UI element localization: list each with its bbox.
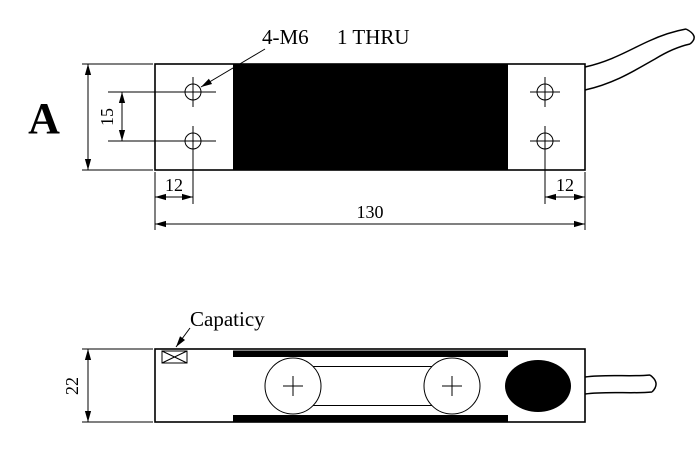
dim-label-12-right: 12 [556,175,574,195]
binocular-cutout [264,357,481,415]
dimension-12-left: 12 [155,175,193,201]
cable-entry-pot [505,360,571,412]
cutout-circle-left [264,357,322,415]
seal-band-top [233,350,508,357]
label-box [161,350,188,364]
top-view: A 15 12 12 130 4-M6 1 T [28,25,695,230]
cutout-circle-right [423,357,481,415]
callout-capacity-label: Capaticy [190,307,265,331]
dimension-15: 15 [97,92,126,141]
dim-label-130: 130 [357,202,384,222]
dim-label-A: A [28,94,60,143]
thread-callout: 4-M6 1 THRU [200,25,410,88]
dimension-12-right: 12 [545,175,585,201]
dim-label-12-left: 12 [165,175,183,195]
leader-line [175,327,191,348]
cable-icon [584,28,695,91]
callout-thru-label: 1 THRU [337,25,410,49]
dimension-22: 22 [62,348,153,423]
callout-thread-label: 4-M6 [262,25,309,49]
leader-line [200,48,266,88]
label-box-diagonal [161,350,188,364]
capacity-callout: Capaticy [175,307,265,348]
seal-band-bottom [233,415,508,422]
capacity-label-box [161,350,188,364]
dimension-A: A [28,63,153,171]
dim-label-22: 22 [62,377,82,395]
gauge-cover-area [233,64,508,170]
cable-icon [584,374,657,395]
dim-label-15: 15 [97,108,117,126]
side-view: 22 Capaticy [62,307,657,423]
side-body-outline [154,348,586,423]
dimension-130: 130 [155,202,585,228]
